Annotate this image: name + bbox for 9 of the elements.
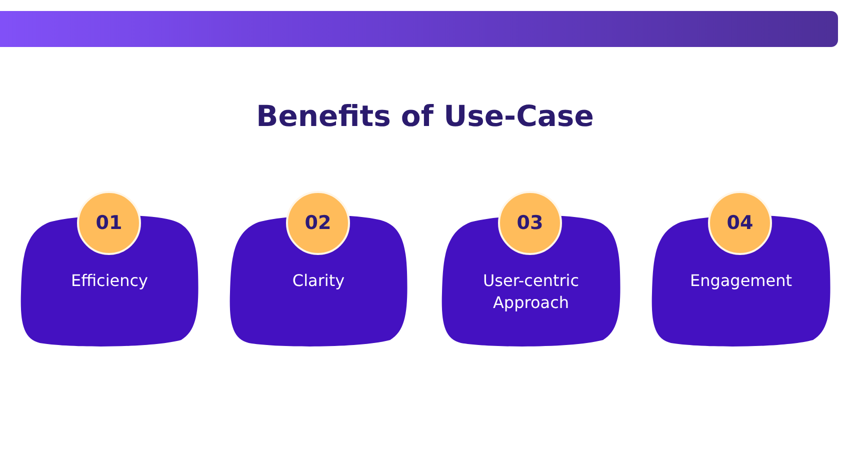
step-number: 01 xyxy=(96,212,122,234)
card-label: User-centric Approach xyxy=(482,270,580,314)
step-number: 02 xyxy=(304,212,332,234)
title: Benefits of Use-Case xyxy=(256,98,594,135)
card-label: Clarity xyxy=(291,270,346,292)
step-number: 04 xyxy=(726,212,754,234)
step-number: 03 xyxy=(516,212,544,234)
card-label: Engagement xyxy=(688,270,794,292)
card-label: Efficiency xyxy=(70,270,150,292)
